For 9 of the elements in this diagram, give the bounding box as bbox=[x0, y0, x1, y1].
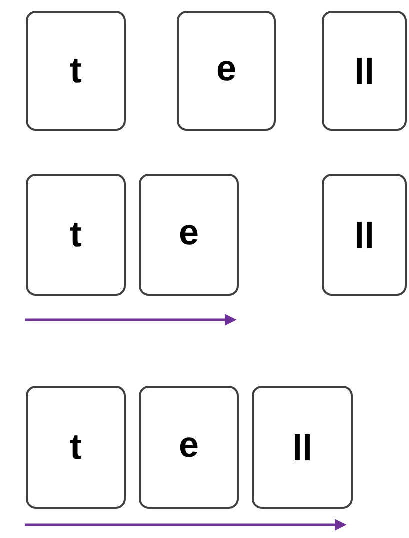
letter-card: ll bbox=[252, 386, 353, 509]
letter-card: ll bbox=[322, 174, 407, 296]
letter-card: e bbox=[177, 11, 276, 131]
letter-card: t bbox=[26, 174, 126, 296]
letter-card: e bbox=[139, 174, 239, 296]
letter-card: t bbox=[26, 11, 126, 131]
letter-card: t bbox=[26, 386, 126, 509]
letter-card: ll bbox=[322, 11, 407, 131]
letter-card: e bbox=[139, 386, 239, 509]
